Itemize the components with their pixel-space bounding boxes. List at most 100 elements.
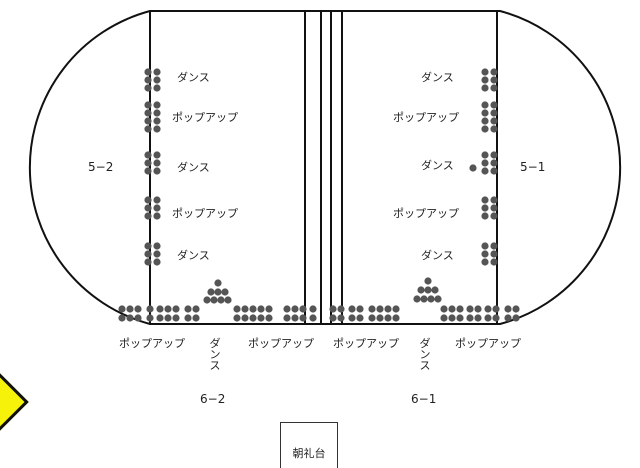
- performer-dot: [144, 196, 152, 204]
- performer-dot: [490, 212, 498, 220]
- performer-dot: [172, 314, 180, 322]
- performer-dot: [448, 305, 456, 313]
- performer-dot: [329, 305, 337, 313]
- performer-dot: [265, 314, 273, 322]
- performer-dot: [153, 242, 161, 250]
- performer-dot: [144, 159, 152, 167]
- performer-dot: [153, 101, 161, 109]
- right-label-popup-1: ポップアップ: [393, 111, 459, 124]
- performer-dot: [144, 212, 152, 220]
- bottom-right-dance-char-2: ス: [419, 359, 431, 372]
- performer-dot: [481, 159, 489, 167]
- performer-dot: [299, 314, 307, 322]
- performer-dot: [283, 314, 291, 322]
- performer-dot: [249, 314, 257, 322]
- performer-dot: [456, 305, 464, 313]
- performer-dot: [481, 151, 489, 159]
- group-label-5-2: 5−2: [88, 160, 114, 174]
- performer-dot: [184, 314, 192, 322]
- performer-dot: [146, 305, 154, 313]
- formation-dots: [118, 68, 520, 322]
- left-label-dance-1: ダンス: [177, 71, 210, 84]
- performer-dot: [164, 305, 172, 313]
- left-label-popup-2: ポップアップ: [172, 207, 238, 220]
- performer-dot: [153, 125, 161, 133]
- performer-dot: [265, 305, 273, 313]
- performer-dot: [490, 84, 498, 92]
- performer-dot: [504, 314, 512, 322]
- performer-dot: [490, 258, 498, 266]
- performer-dot: [153, 159, 161, 167]
- bottom-right-popup-left: ポップアップ: [333, 337, 399, 350]
- performer-dot: [376, 314, 384, 322]
- bottom-left-dance-vertical: ダンス: [209, 338, 221, 371]
- podium-box: 朝礼台: [280, 422, 338, 468]
- performer-dot: [153, 151, 161, 159]
- performer-dot: [192, 305, 200, 313]
- performer-dot: [417, 286, 425, 294]
- performer-dot: [490, 167, 498, 175]
- performer-dot: [283, 305, 291, 313]
- performer-dot: [214, 288, 222, 296]
- performer-dot: [481, 242, 489, 250]
- performer-dot: [490, 101, 498, 109]
- performer-dot: [474, 305, 482, 313]
- performer-dot: [153, 84, 161, 92]
- performer-dot: [203, 296, 211, 304]
- performer-dot: [490, 159, 498, 167]
- performer-dot: [481, 204, 489, 212]
- performer-dot: [481, 76, 489, 84]
- performer-dot: [481, 125, 489, 133]
- performer-dot: [376, 305, 384, 313]
- performer-dot: [434, 295, 442, 303]
- performer-dot: [144, 109, 152, 117]
- performer-dot: [241, 314, 249, 322]
- performer-dot: [144, 167, 152, 175]
- performer-dot: [490, 76, 498, 84]
- performer-dot: [217, 296, 225, 304]
- performer-dot: [368, 314, 376, 322]
- performer-dot: [448, 314, 456, 322]
- performer-dot: [420, 295, 428, 303]
- performer-dot: [427, 295, 435, 303]
- performer-dot: [474, 314, 482, 322]
- performer-dot: [214, 279, 222, 287]
- performer-dot: [257, 314, 265, 322]
- performer-dot: [144, 204, 152, 212]
- performer-dot: [481, 167, 489, 175]
- bottom-left-dance-char-1: ン: [209, 348, 221, 361]
- performer-dot: [490, 250, 498, 258]
- performer-dot: [144, 242, 152, 250]
- performer-dot: [348, 314, 356, 322]
- performer-dot: [144, 151, 152, 159]
- bottom-left-popup-right: ポップアップ: [248, 337, 314, 350]
- performer-dot: [356, 314, 364, 322]
- performer-dot: [126, 314, 134, 322]
- performer-dot: [337, 314, 345, 322]
- performer-dot: [153, 109, 161, 117]
- performer-dot: [291, 305, 299, 313]
- group-label-6-1: 6−1: [411, 392, 437, 406]
- performer-dot: [490, 125, 498, 133]
- performer-dot: [337, 305, 345, 313]
- performer-dot: [153, 212, 161, 220]
- bottom-right-dance-char-0: ダ: [419, 337, 431, 350]
- performer-dot: [241, 305, 249, 313]
- performer-dot: [134, 305, 142, 313]
- performer-dot: [504, 305, 512, 313]
- performer-dot: [144, 68, 152, 76]
- performer-dot: [224, 296, 232, 304]
- performer-dot: [153, 68, 161, 76]
- performer-dot: [156, 314, 164, 322]
- right-label-dance-3: ダンス: [421, 249, 454, 262]
- performer-dot: [153, 76, 161, 84]
- performer-dot: [484, 305, 492, 313]
- performer-dot: [118, 305, 126, 313]
- performer-dot: [512, 305, 520, 313]
- performer-dot: [210, 296, 218, 304]
- performer-dot: [481, 196, 489, 204]
- performer-dot: [156, 305, 164, 313]
- performer-dot: [153, 250, 161, 258]
- performer-dot: [490, 109, 498, 117]
